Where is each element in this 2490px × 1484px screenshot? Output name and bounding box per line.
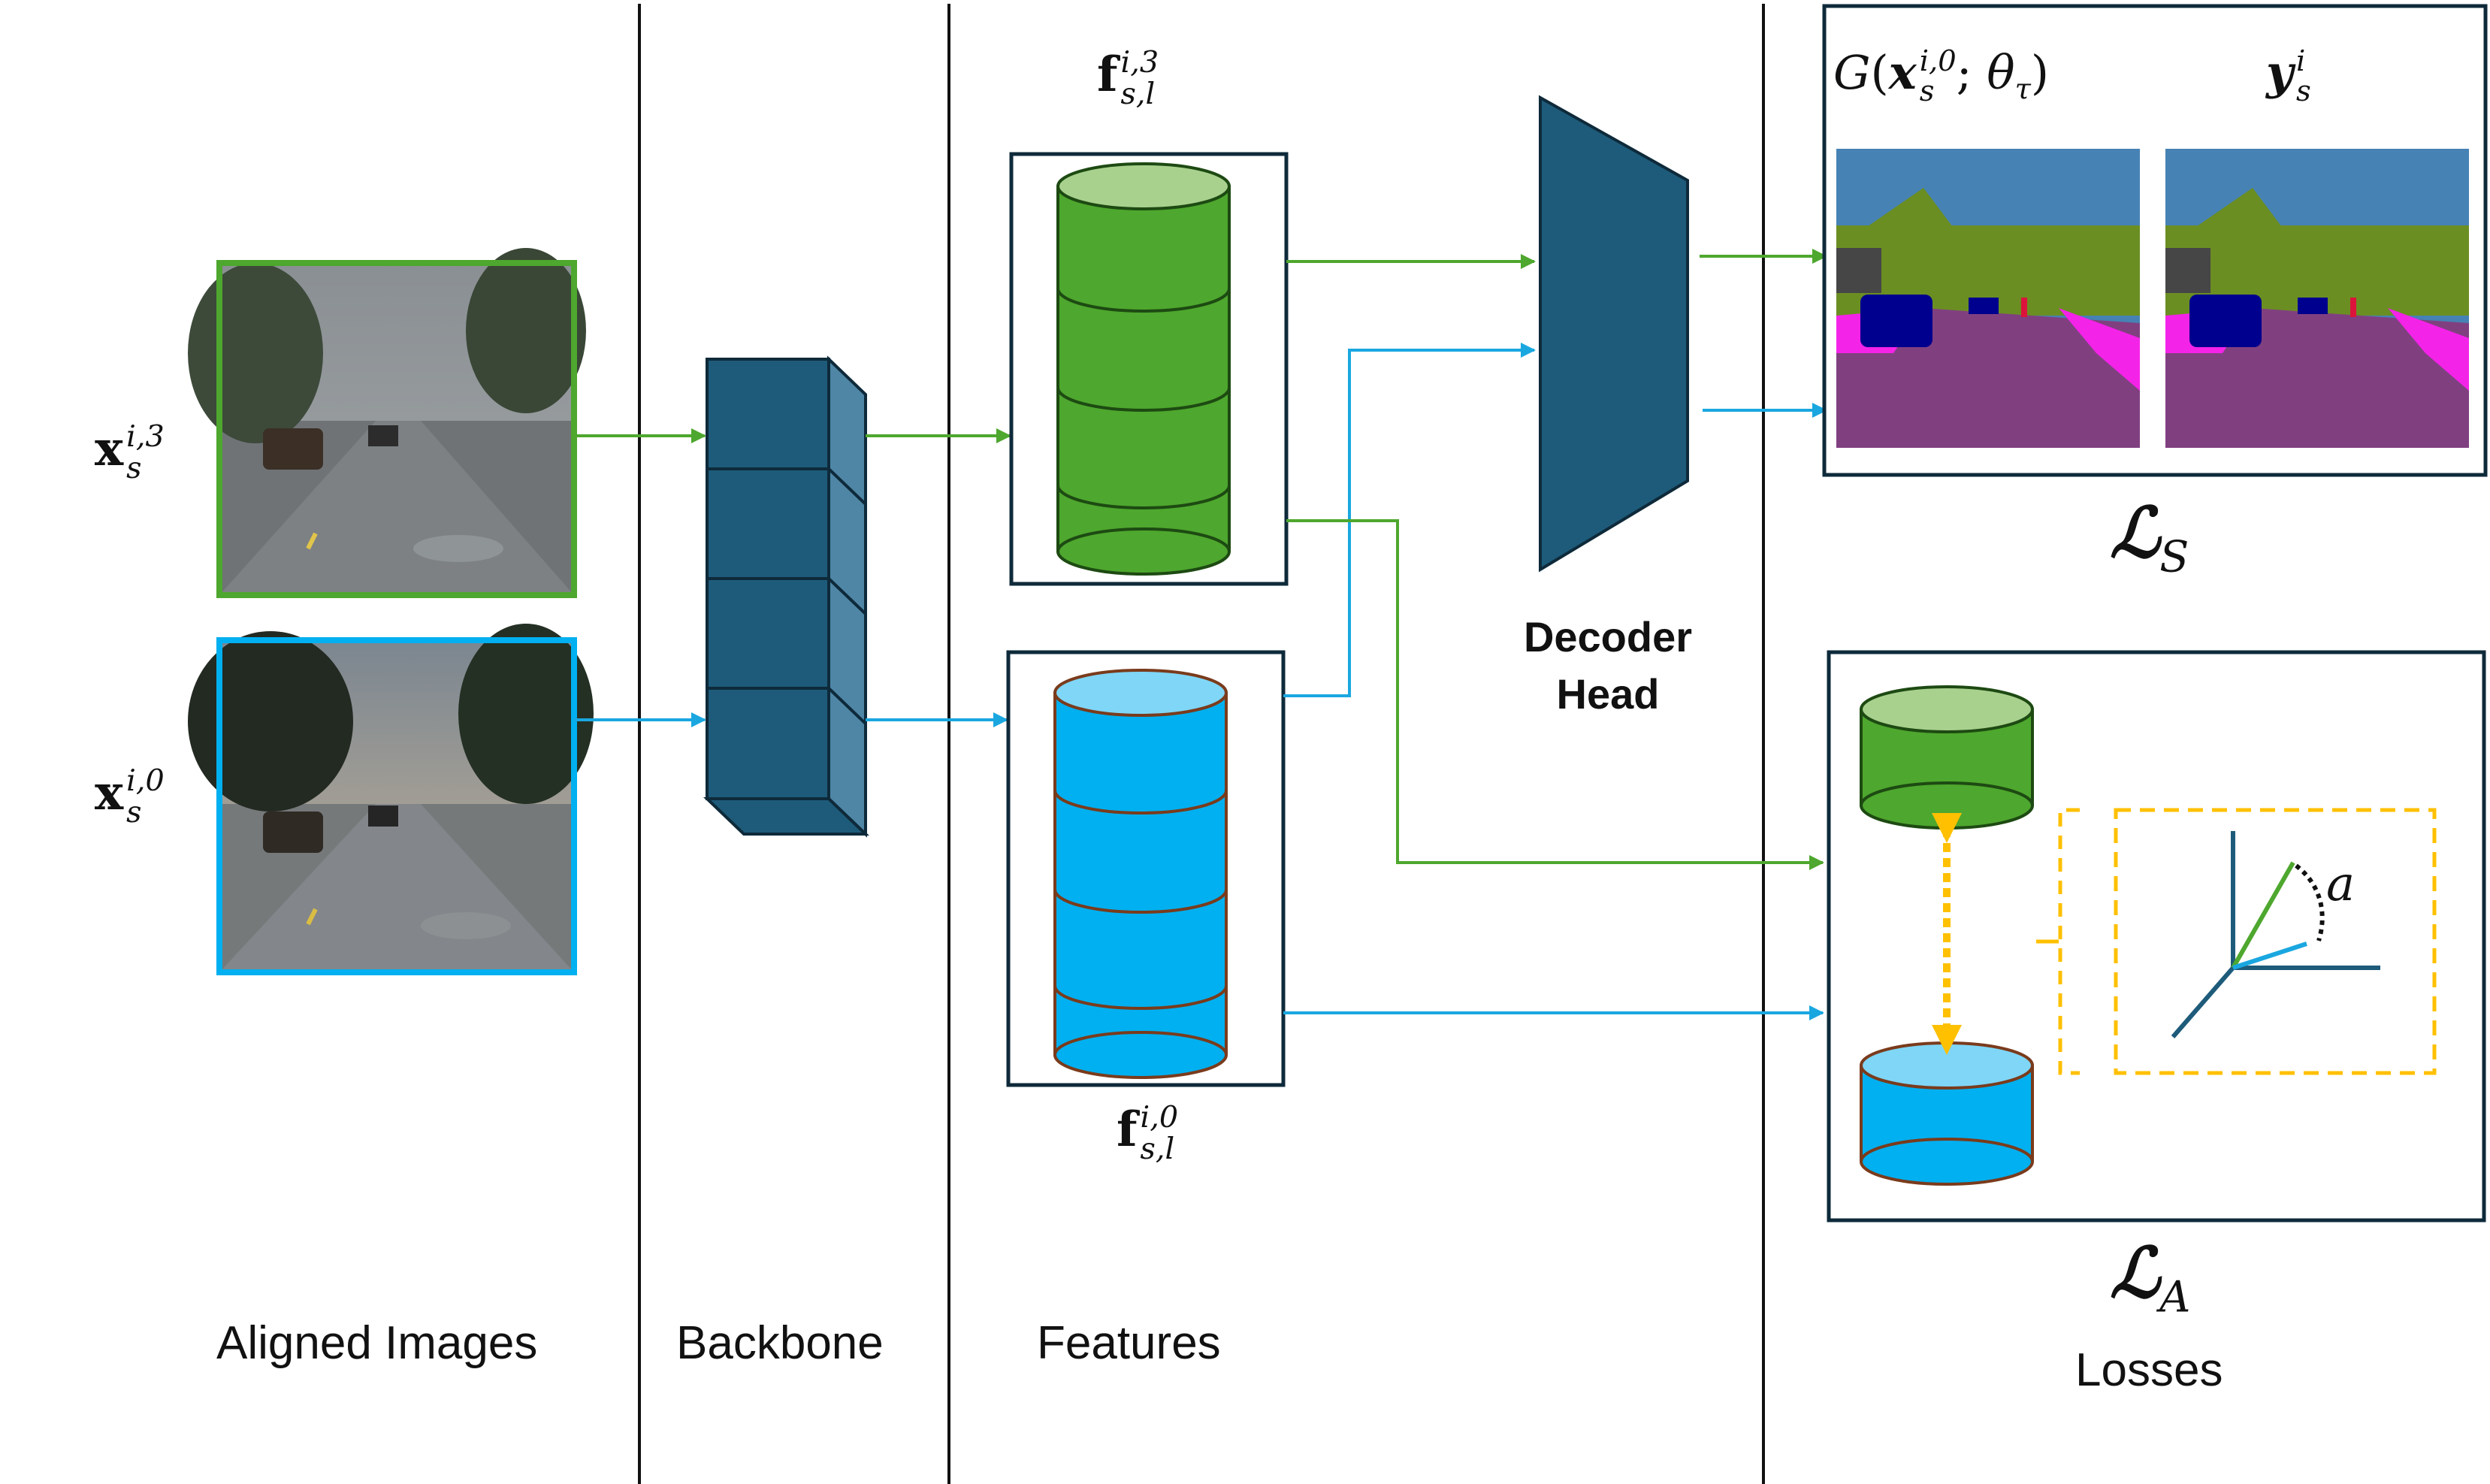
feature-box-f0	[1006, 650, 1286, 1087]
x0-base: x	[95, 765, 124, 821]
section-label-backbone: Backbone	[676, 1317, 884, 1369]
section-label-aligned-images: Aligned Images	[216, 1317, 538, 1369]
f3-sup: i,3	[1120, 44, 1159, 80]
backbone-block	[703, 355, 869, 838]
seg-map-ground-truth	[2165, 149, 2469, 448]
decoder-label-line1: Decoder	[1523, 613, 1693, 660]
x0-sub: s	[126, 794, 142, 830]
pred-param-sub: τ	[2014, 72, 2031, 107]
section-label-losses: Losses	[2075, 1344, 2223, 1396]
section-label-features: Features	[1037, 1317, 1221, 1369]
align-loss-base: ℒ	[2110, 1232, 2160, 1313]
align-loss-sub: A	[2159, 1272, 2191, 1322]
decoder-label-line2: Head	[1556, 670, 1660, 718]
pred-open: (	[1870, 45, 1889, 100]
pred-close: )	[2030, 45, 2050, 100]
align-loss-label: ℒA	[2110, 1232, 2190, 1322]
input-image-clear	[188, 624, 594, 975]
f3-base: f	[1097, 47, 1118, 103]
angle-inset-box	[2114, 808, 2437, 1075]
section-dividers	[638, 4, 1765, 1484]
gt-sup: i	[2296, 44, 2306, 78]
seg-loss-label: ℒS	[2110, 492, 2189, 582]
f0-sup: i,0	[1140, 1099, 1179, 1135]
pred-sep: ;	[1956, 45, 1987, 100]
align-feature-blue	[1860, 1041, 2034, 1186]
decoder-head	[1539, 95, 1689, 573]
x3-base: x	[95, 421, 124, 477]
x3-sup: i,3	[126, 419, 165, 454]
x3-sub: s	[126, 450, 142, 485]
f3-sub: s,l	[1120, 76, 1156, 111]
input-image-rain	[188, 248, 586, 598]
alignment-bracket	[2058, 808, 2080, 1075]
seg-map-prediction	[1836, 149, 2140, 448]
seg-loss-sub: S	[2159, 532, 2189, 582]
f0-base: f	[1117, 1102, 1138, 1158]
pred-arg-sup: i,0	[1919, 44, 1957, 78]
pred-param: θ	[1987, 45, 2015, 100]
x0-sup: i,0	[126, 763, 165, 798]
feature-box-f3	[1009, 152, 1289, 586]
align-feature-green	[1860, 685, 2034, 830]
pred-func: G	[1833, 45, 1871, 100]
arrow-f0-decoder	[1283, 343, 1536, 697]
arrow-f3-align	[1286, 519, 1824, 870]
gt-sub: s	[2296, 74, 2311, 108]
angle-label: a	[2326, 857, 2356, 912]
gt-base: y	[2266, 45, 2294, 100]
seg-loss-base: ℒ	[2110, 492, 2160, 573]
f0-sub: s,l	[1140, 1131, 1175, 1166]
pred-arg-sub: s	[1919, 74, 1935, 108]
angle-diagram	[2171, 831, 2380, 1038]
pred-arg-base: x	[1888, 45, 1917, 100]
decoder-head-label: Decoder Head	[1495, 609, 1721, 723]
